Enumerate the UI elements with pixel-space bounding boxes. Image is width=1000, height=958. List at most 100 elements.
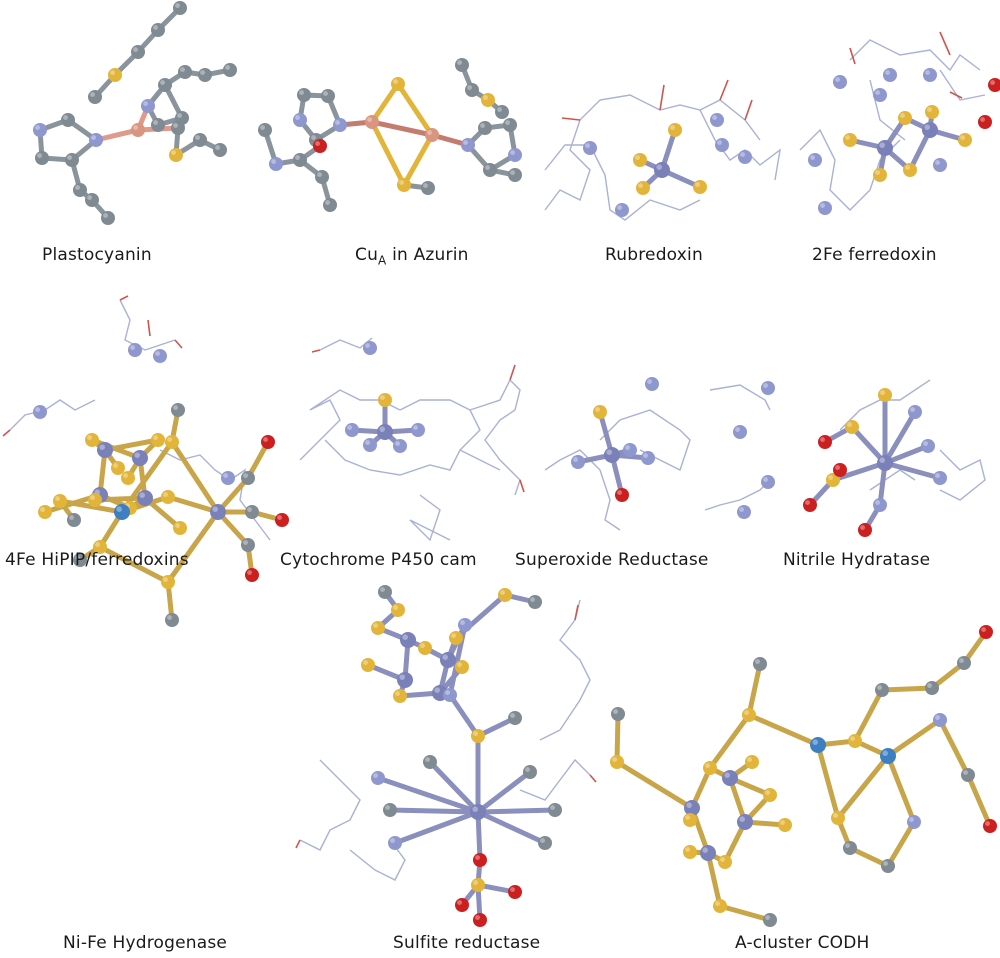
nitrogen-atom-highlight <box>923 441 928 446</box>
carbon-atom-body <box>753 657 767 671</box>
nickel-atom-highlight <box>882 750 888 756</box>
iron-atom <box>877 455 893 471</box>
sulfur-atom <box>393 689 407 703</box>
sulfur-atom <box>713 899 727 913</box>
oxygen-wire-bond <box>719 79 729 101</box>
carbon-atom-body <box>323 198 337 212</box>
sulfur-atom-body <box>449 631 463 645</box>
carbon-atom <box>158 78 172 92</box>
wire-bond <box>459 449 501 471</box>
nitrogen-atom-highlight <box>735 427 740 432</box>
carbon-atom-body <box>875 683 889 697</box>
carbon-atom-body <box>61 113 75 127</box>
label-subscript-a: A <box>378 253 387 268</box>
carbon-atom-body <box>65 153 79 167</box>
sulfur-atom <box>173 521 187 535</box>
carbon-atom-highlight <box>299 90 304 96</box>
bond <box>369 81 401 125</box>
nitrogen-atom <box>738 150 752 164</box>
nitrogen-atom <box>371 771 385 785</box>
sulfur-atom-body <box>481 93 495 107</box>
carbon-atom-body <box>85 193 99 207</box>
carbon-atom-body <box>503 118 517 132</box>
nitrogen-atom-highlight <box>295 115 300 121</box>
oxygen-atom <box>615 488 629 502</box>
sulfur-atom-body <box>165 435 179 449</box>
oxygen-wire-bond <box>519 479 525 493</box>
sulfur-atom-highlight <box>744 710 749 715</box>
nitrogen-atom-body <box>293 113 307 127</box>
oxygen-atom-highlight <box>980 117 985 123</box>
carbon-atom-body <box>378 585 392 599</box>
carbon-atom-highlight <box>530 597 535 602</box>
nitrogen-atom-highlight <box>585 143 590 148</box>
nitrogen-atom-body <box>873 88 887 102</box>
sulfur-atom-highlight <box>393 79 398 85</box>
sulfur-atom-highlight <box>90 495 96 500</box>
carbon-atom-highlight <box>311 135 316 140</box>
nitrogen-atom-highlight <box>820 203 825 208</box>
nitrogen-atom-highlight <box>643 453 648 458</box>
sulfur-atom-highlight <box>905 165 910 170</box>
sulfur-atom-highlight <box>175 523 180 528</box>
sulfur-atom-highlight <box>420 643 425 648</box>
carbon-atom <box>241 471 255 485</box>
oxygen-atom <box>275 513 289 527</box>
sulfur-atom <box>703 761 717 775</box>
oxygen-atom-body <box>818 435 832 449</box>
iron-atom-highlight <box>99 444 105 451</box>
sulfur-atom-body <box>763 788 777 802</box>
sulfur-atom-highlight <box>399 180 404 185</box>
sulfur-atom <box>53 494 67 508</box>
sulfur-atom-body <box>161 575 175 589</box>
carbon-atom-body <box>101 211 115 225</box>
oxygen-atom-body <box>858 523 872 537</box>
nitrogen-atom-body <box>761 475 775 489</box>
nitrogen-atom-highlight <box>935 715 940 720</box>
sulfur-atom-highlight <box>845 135 850 140</box>
nitrogen-atom-body <box>508 148 522 162</box>
sulfur-atom-highlight <box>900 113 905 119</box>
carbon-atom-body <box>508 168 522 182</box>
sulfur-atom <box>161 575 175 589</box>
nitrogen-atom-highlight <box>365 343 370 348</box>
carbon-atom <box>85 193 99 207</box>
carbon-atom-highlight <box>485 165 490 170</box>
atom-layer <box>33 1 1000 927</box>
bond <box>815 742 841 821</box>
nitrogen-atom <box>933 713 947 727</box>
oxygen-atom-highlight <box>985 821 990 826</box>
carbon-atom-body <box>131 45 145 59</box>
bond <box>475 807 558 815</box>
sulfur-atom <box>610 755 624 769</box>
bond <box>705 850 723 909</box>
nitrogen-atom-highlight <box>909 817 914 822</box>
iron-atom-body <box>737 814 753 830</box>
wire-bond <box>409 494 451 542</box>
carbon-atom <box>538 836 552 850</box>
carbon-atom <box>35 151 49 165</box>
iron-atom-body <box>722 770 738 786</box>
nitrogen-atom <box>907 815 921 829</box>
panel-label-nitrile-hydratase: Nitrile Hydratase <box>783 550 931 570</box>
sulfur-atom <box>161 490 175 504</box>
carbon-atom <box>315 170 329 184</box>
panel-label-cytochrome-p450: Cytochrome P450 cam <box>280 550 477 570</box>
iron-atom-highlight <box>134 452 140 459</box>
bond <box>93 127 141 143</box>
wire-bond <box>469 378 521 496</box>
carbon-atom <box>73 183 87 197</box>
sulfur-atom-highlight <box>395 691 400 696</box>
bond <box>830 460 888 483</box>
sulfur-atom-highlight <box>833 813 838 818</box>
bond <box>369 119 435 138</box>
carbon-atom <box>508 168 522 182</box>
nitrogen-atom <box>761 381 775 395</box>
copper-atom-body <box>425 128 439 142</box>
sulfur-atom <box>826 473 840 487</box>
nitrogen-atom <box>508 148 522 162</box>
carbon-atom-highlight <box>457 60 462 65</box>
oxygen-atom-highlight <box>457 900 462 905</box>
nitrogen-atom-body <box>615 203 629 217</box>
wire-bond <box>544 144 701 221</box>
